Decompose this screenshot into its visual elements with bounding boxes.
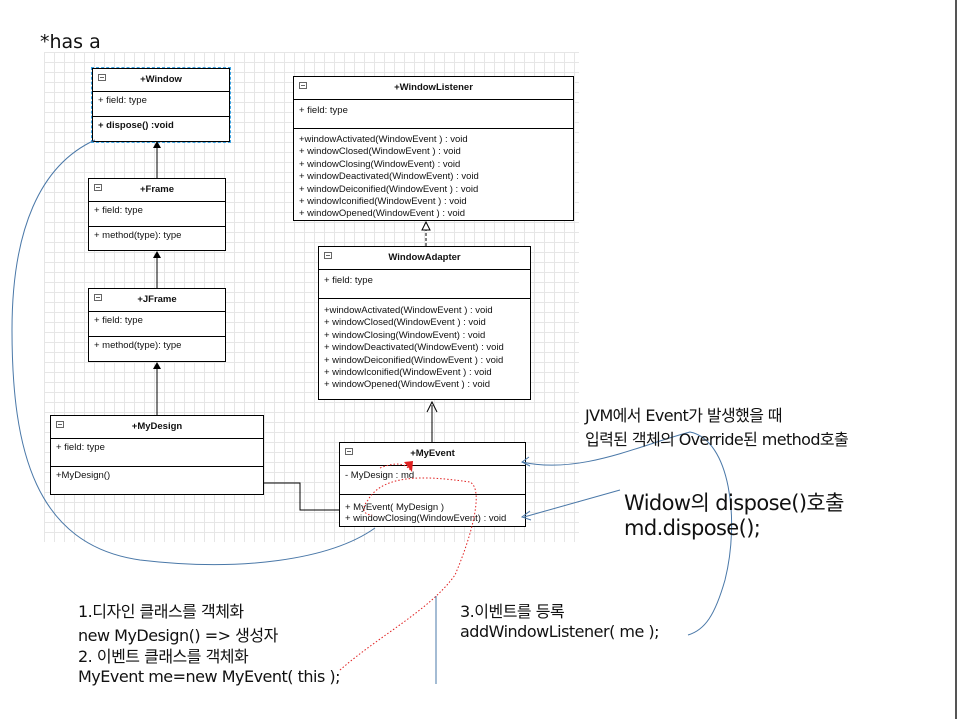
class-windowadapter-field: + field: type xyxy=(319,270,530,299)
collapse-icon[interactable] xyxy=(94,294,102,301)
collapse-icon[interactable] xyxy=(98,74,106,81)
collapse-icon[interactable] xyxy=(94,184,102,191)
class-windowlistener-methods: +windowActivated(WindowEvent ) : void + … xyxy=(294,129,573,224)
collapse-icon[interactable] xyxy=(299,82,307,89)
page-edge-rule xyxy=(955,0,957,719)
method-row: +windowActivated(WindowEvent ) : void xyxy=(324,305,493,316)
class-windowadapter[interactable]: WindowAdapter + field: type +windowActiv… xyxy=(318,246,531,400)
class-frame-field: + field: type xyxy=(89,202,225,227)
class-jframe-field: + field: type xyxy=(89,312,225,337)
class-mydesign[interactable]: +MyDesign + field: type +MyDesign() xyxy=(50,415,264,495)
method-row: + windowDeiconified(WindowEvent ) : void xyxy=(324,354,504,366)
class-mydesign-header: +MyDesign xyxy=(51,416,263,439)
class-mydesign-method: +MyDesign() xyxy=(56,470,111,481)
class-windowadapter-header: WindowAdapter xyxy=(319,247,530,270)
note-step3-line1: 3.이벤트를 등록 xyxy=(460,602,565,621)
method-row: + windowIconified(WindowEvent ) : void xyxy=(299,196,467,208)
class-myevent-name: +MyEvent xyxy=(410,448,455,459)
class-mydesign-name: +MyDesign xyxy=(131,421,183,432)
note-jvm-line1: JVM에서 Event가 발생했을 때 xyxy=(585,406,783,425)
method-row: + windowClosing(WindowEvent) : void xyxy=(324,329,486,341)
method-row: + windowOpened(WindowEvent ) : void xyxy=(299,208,466,220)
method-row: + windowDeactivated(WindowEvent) : void xyxy=(324,342,504,354)
class-windowlistener[interactable]: +WindowListener + field: type +windowAct… xyxy=(293,76,574,221)
method-row: + windowDeiconified(WindowEvent ) : void xyxy=(299,183,479,195)
class-windowadapter-methods: +windowActivated(WindowEvent ) : void + … xyxy=(319,299,530,395)
heading-has-a: *has a xyxy=(40,31,101,53)
class-window-method: + dispose() :void xyxy=(98,120,174,131)
class-jframe-method: + method(type): type xyxy=(94,340,182,351)
class-windowlistener-field: + field: type xyxy=(294,100,573,129)
class-frame-header: +Frame xyxy=(89,179,225,202)
class-myevent-header: +MyEvent xyxy=(340,443,525,466)
class-windowlistener-header: +WindowListener xyxy=(294,77,573,100)
class-jframe[interactable]: +JFrame + field: type + method(type): ty… xyxy=(88,288,226,362)
class-frame-method: + method(type): type xyxy=(94,230,182,241)
collapse-icon[interactable] xyxy=(324,252,332,259)
class-window[interactable]: +Window + field: type + dispose() :void xyxy=(91,67,231,143)
class-myevent-methods: + MyEvent( MyDesign ) + windowClosing(Wi… xyxy=(340,495,525,527)
method-row: + windowDeactivated(WindowEvent) : void xyxy=(299,171,479,183)
method-row: + windowClosed(WindowEvent ) : void xyxy=(299,146,461,158)
class-windowadapter-name: WindowAdapter xyxy=(388,252,461,263)
class-myevent-field: - MyDesign : md xyxy=(340,466,525,495)
note-step2-line1: 2. 이벤트 클래스를 객체화 xyxy=(78,647,249,666)
class-windowlistener-name: +WindowListener xyxy=(394,82,473,93)
class-window-name: +Window xyxy=(140,74,182,85)
method-row: + MyEvent( MyDesign ) xyxy=(345,502,444,513)
collapse-icon[interactable] xyxy=(345,448,353,455)
method-row: + windowIconified(WindowEvent ) : void xyxy=(324,367,492,379)
class-frame[interactable]: +Frame + field: type + method(type): typ… xyxy=(88,178,226,251)
note-widow-line1: Widow의 dispose()호출 xyxy=(624,491,844,515)
class-jframe-header: +JFrame xyxy=(89,289,225,312)
note-step1-line2: new MyDesign() => 생성자 xyxy=(78,626,278,645)
note-widow-line2: md.dispose(); xyxy=(624,516,761,540)
class-window-field: + field: type xyxy=(93,92,229,117)
method-row: + windowClosing(WindowEvent) : void xyxy=(345,513,507,524)
class-myevent[interactable]: +MyEvent - MyDesign : md + MyEvent( MyDe… xyxy=(339,442,526,527)
method-row: + windowClosed(WindowEvent ) : void xyxy=(324,317,486,329)
note-step2-line2: MyEvent me=new MyEvent( this ); xyxy=(78,667,341,686)
method-row: + windowOpened(WindowEvent ) : void xyxy=(324,379,491,391)
method-row: +windowActivated(WindowEvent ) : void xyxy=(299,134,468,145)
class-frame-name: +Frame xyxy=(139,184,175,195)
class-jframe-name: +JFrame xyxy=(137,294,177,305)
collapse-icon[interactable] xyxy=(56,421,64,428)
class-window-header: +Window xyxy=(93,69,229,92)
class-mydesign-field: + field: type xyxy=(51,439,263,467)
note-jvm-line2: 입력된 객체의 Override된 method호출 xyxy=(585,430,849,449)
note-step1-line1: 1.디자인 클래스를 객체화 xyxy=(78,602,244,621)
note-step3-line2: addWindowListener( me ); xyxy=(460,622,660,641)
method-row: + windowClosing(WindowEvent) : void xyxy=(299,158,461,170)
